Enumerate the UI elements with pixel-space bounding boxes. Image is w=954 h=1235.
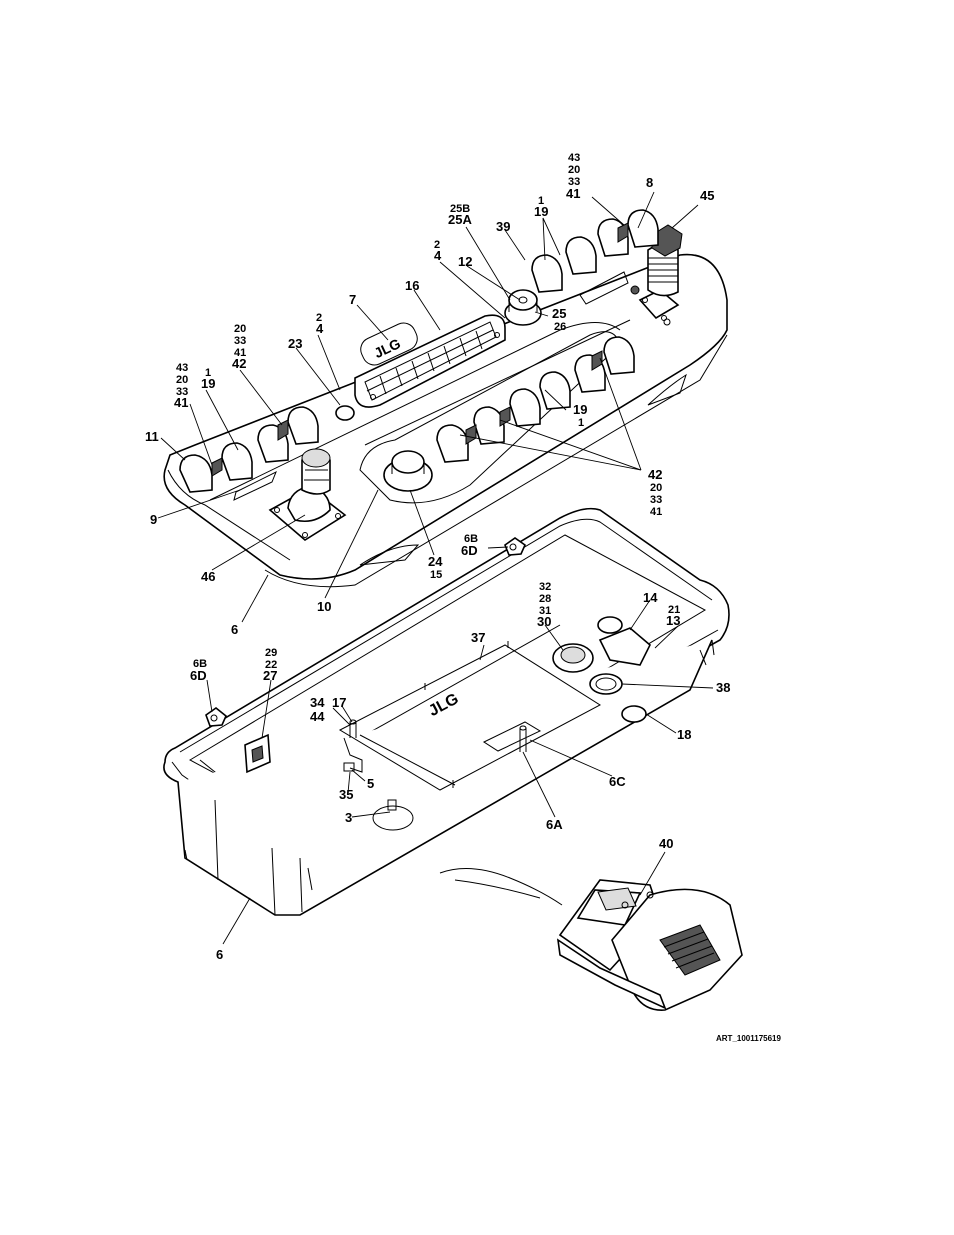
display-strip <box>354 314 506 408</box>
large-button <box>383 450 433 492</box>
callout-21: 21 13 <box>666 600 685 628</box>
callout-24: 24 15 <box>428 553 447 581</box>
callout-5: 5 <box>367 776 374 791</box>
callout-8: 8 <box>646 175 653 190</box>
callout-3: 3 <box>345 810 352 825</box>
callout-6a: 6A <box>546 817 563 832</box>
callout-25: 25 26 <box>552 305 571 333</box>
callout-23: 23 <box>288 336 302 351</box>
callout-9: 9 <box>150 512 157 527</box>
callout-43-top: 43 20 33 41 <box>566 148 585 201</box>
callout-39: 39 <box>496 219 510 234</box>
small-button <box>335 405 355 421</box>
callout-6-bottom: 6 <box>216 947 223 962</box>
callout-34: 34 44 <box>310 694 329 724</box>
callout-32: 32 28 31 30 <box>537 577 556 629</box>
callout-11: 11 <box>145 429 159 444</box>
callout-6b-6d-left: 6B 6D <box>190 654 212 683</box>
callout-16: 16 <box>405 278 419 293</box>
callout-1-19-left: 1 19 <box>201 363 216 391</box>
callout-46: 46 <box>201 569 215 584</box>
art-number: ART_1001175619 <box>716 1034 781 1043</box>
control-panel-lid: JLG <box>163 209 728 588</box>
callout-18: 18 <box>677 727 691 742</box>
callout-45: 45 <box>700 188 714 203</box>
toggle-guards <box>179 209 659 493</box>
callout-43-left: 43 20 33 41 <box>174 358 193 410</box>
emergency-stop <box>504 289 542 326</box>
callout-6-top: 6 <box>231 622 238 637</box>
callout-29: 29 22 27 <box>263 643 282 683</box>
callout-14: 14 <box>643 590 658 605</box>
callout-40: 40 <box>659 836 673 851</box>
callout-2-4-left: 2 4 <box>316 308 327 336</box>
callout-19-1-right: 19 1 <box>573 401 592 429</box>
callout-6b-6d-top: 6B 6D <box>461 529 483 558</box>
callout-2-4-mid: 2 4 <box>434 235 445 263</box>
callout-7: 7 <box>349 292 356 307</box>
enclosure-box: JLG <box>163 507 730 916</box>
callout-35: 35 <box>339 787 353 802</box>
joystick-right <box>630 224 683 326</box>
callout-25b: 25B 25A <box>448 199 475 227</box>
callout-38: 38 <box>716 680 730 695</box>
callout-6c: 6C <box>609 774 626 789</box>
leader-lines <box>157 191 714 945</box>
foot-switch <box>439 868 743 1011</box>
callout-42-right: 42 20 33 41 <box>648 466 667 518</box>
callout-37: 37 <box>471 630 485 645</box>
callout-1-19-top: 1 19 <box>534 191 549 219</box>
callout-10: 10 <box>317 599 331 614</box>
callout-17: 17 <box>332 695 346 710</box>
joystick-left <box>268 448 347 541</box>
callout-20-42: 20 33 41 42 <box>232 319 251 371</box>
callout-12: 12 <box>458 254 472 269</box>
callout-labels: 43 20 33 41 8 45 25B 25A 1 19 39 2 4 12 … <box>145 148 730 962</box>
